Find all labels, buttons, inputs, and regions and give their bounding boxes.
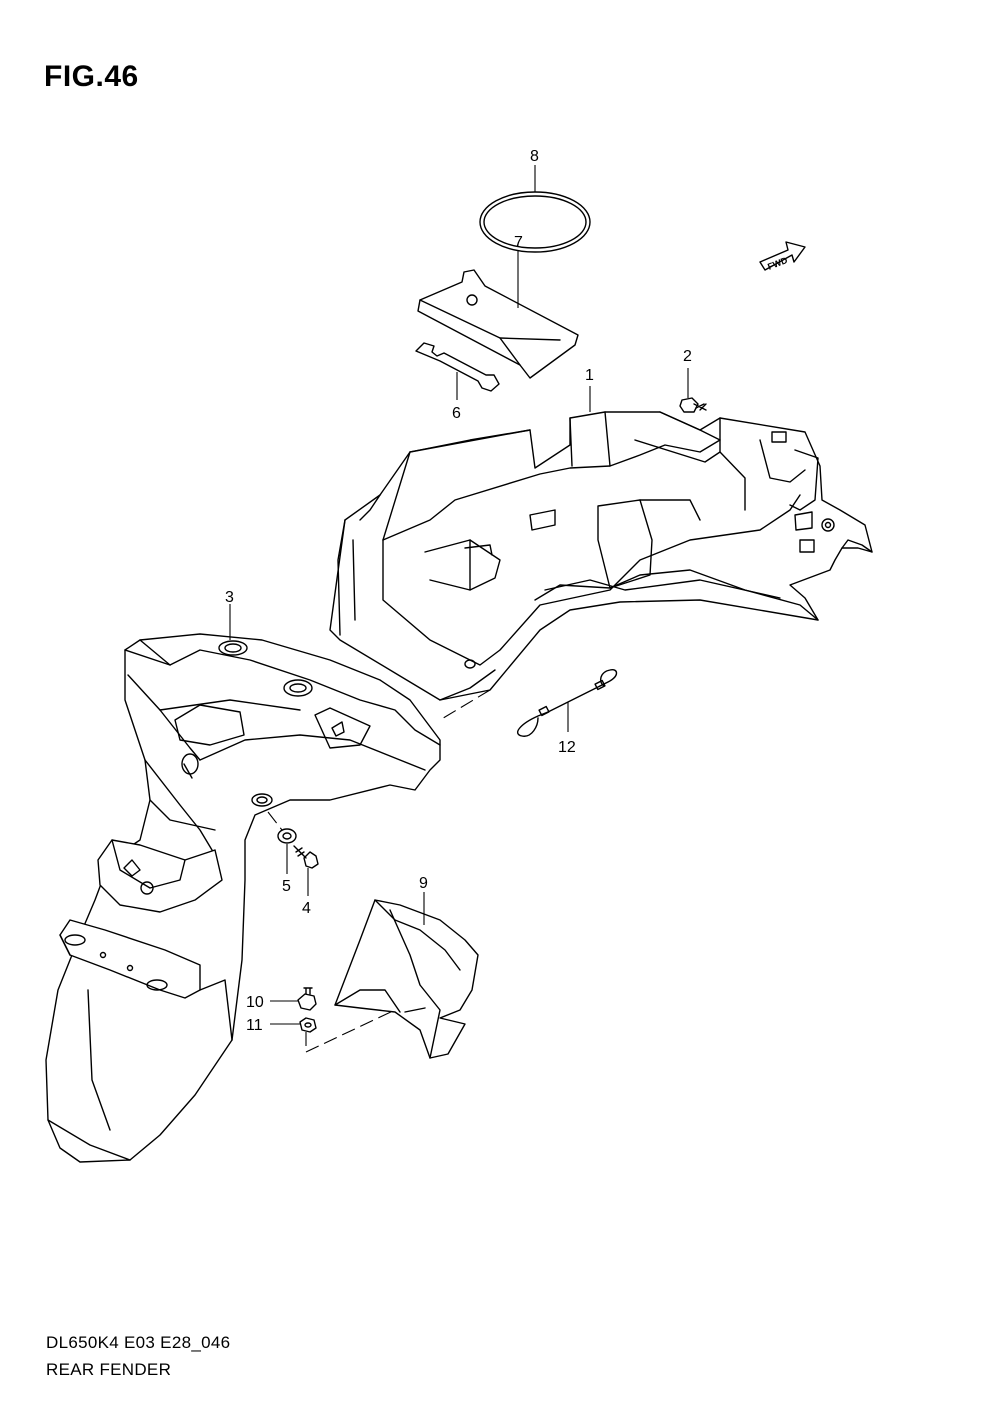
part-5-washer: 5: [267, 811, 297, 895]
callout-1: 1: [585, 367, 594, 384]
callout-5: 5: [282, 878, 291, 895]
part-3-rear-fender: 3: [45, 589, 441, 1163]
diagram-code: DL650K4 E03 E28_046: [46, 1333, 231, 1352]
callout-8: 8: [530, 148, 539, 165]
callout-12: 12: [558, 739, 576, 756]
callout-4: 4: [302, 900, 311, 917]
part-9-mud-guard: 9: [334, 875, 479, 1059]
callout-2: 2: [683, 348, 692, 365]
fwd-arrow-icon: FWD: [759, 241, 806, 272]
callout-7: 7: [514, 234, 523, 251]
part-2-bolt: 2: [679, 348, 707, 413]
callout-3: 3: [225, 589, 234, 606]
leader-fasteners-to-9: [305, 1009, 396, 1053]
part-1-rear-inner-fender: 1: [329, 367, 873, 701]
part-8-band: 8: [479, 148, 591, 253]
callout-11: 11: [246, 1017, 263, 1034]
leader-1-to-3: [439, 689, 491, 721]
part-12-cable: 12: [517, 668, 618, 756]
callout-9: 9: [419, 875, 428, 892]
diagram-name: REAR FENDER: [46, 1360, 172, 1379]
callout-6: 6: [452, 405, 461, 422]
part-11-nut: 11: [246, 1017, 317, 1034]
callout-10: 10: [246, 994, 264, 1011]
part-4-screw: 4: [293, 845, 319, 917]
figure-title: FIG.46: [44, 60, 139, 93]
part-10-bolt: 10: [246, 987, 317, 1011]
part-7-tool-bag: 7: [417, 234, 579, 379]
part-6-wrench: 6: [415, 342, 500, 422]
